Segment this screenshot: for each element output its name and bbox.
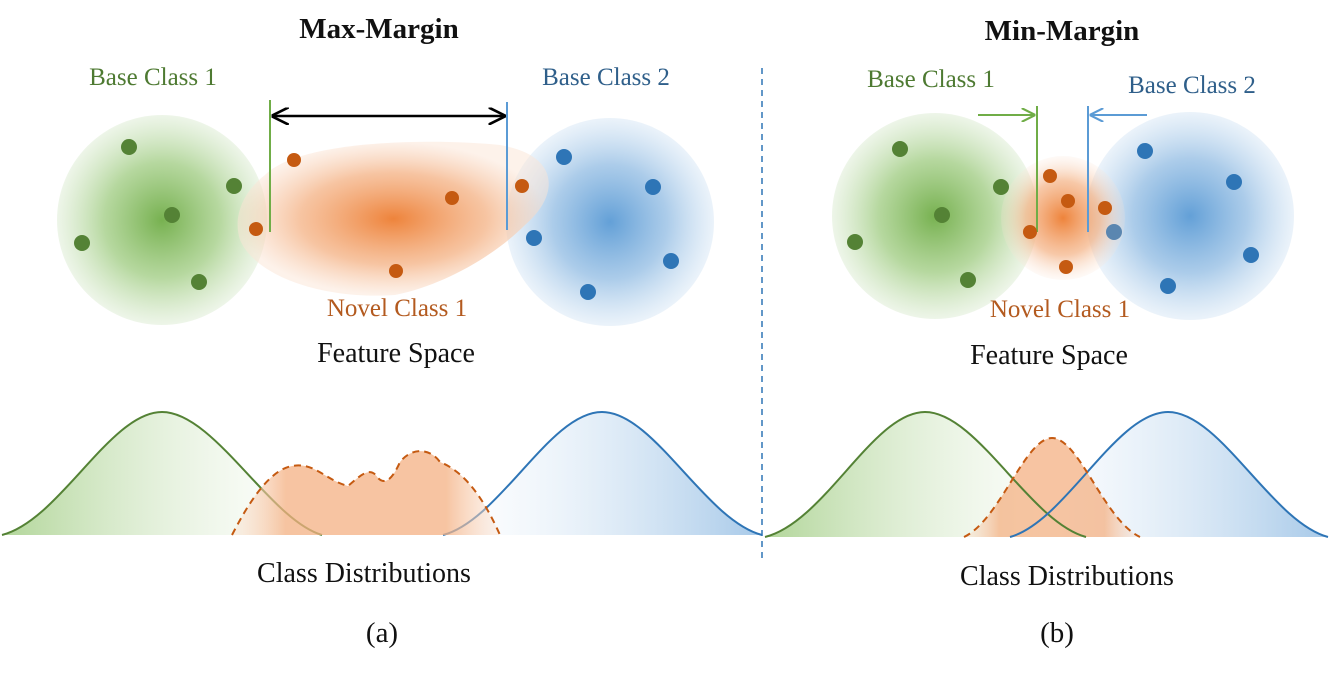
panel-a-base-class-2-label: Base Class 2 xyxy=(542,64,670,91)
base-class-2-cluster-b xyxy=(1086,112,1294,320)
panel-b-caption: (b) xyxy=(1040,617,1074,649)
data-point xyxy=(892,141,908,157)
data-point xyxy=(960,272,976,288)
base-class-2-cluster-a xyxy=(506,118,714,326)
panel-a-caption: (a) xyxy=(365,617,399,649)
panel-a-title: Max-Margin xyxy=(299,13,459,45)
base-class-1-distribution-fill-a xyxy=(2,412,322,535)
novel-class-1-cluster-b xyxy=(1001,156,1125,280)
data-point xyxy=(164,207,180,223)
panel-b-title: Min-Margin xyxy=(984,15,1140,47)
data-point xyxy=(663,253,679,269)
novel-class-1-distribution-fill-a xyxy=(232,451,500,535)
panel-b-feature-space-label: Feature Space xyxy=(970,340,1128,371)
panel-a-feature-space-label: Feature Space xyxy=(317,338,475,369)
base-class-2-distribution-fill-a xyxy=(443,412,762,535)
data-point xyxy=(74,235,90,251)
novel-class-1-points-b xyxy=(1023,169,1112,274)
data-point xyxy=(1160,278,1176,294)
data-point xyxy=(1043,169,1057,183)
data-point xyxy=(1098,201,1112,215)
data-point xyxy=(1023,225,1037,239)
data-point xyxy=(934,207,950,223)
panel-a-base-class-1-label: Base Class 1 xyxy=(89,64,217,91)
data-point xyxy=(993,179,1009,195)
panel-b-novel-class-1-label: Novel Class 1 xyxy=(989,296,1131,323)
base-class-1-points-b xyxy=(847,141,1009,288)
data-point xyxy=(287,153,301,167)
panel-a xyxy=(1,100,763,536)
base-class-2-points-b xyxy=(1106,143,1259,294)
data-point xyxy=(847,234,863,250)
data-point xyxy=(1106,224,1122,240)
panel-b-class-distributions-label: Class Distributions xyxy=(960,561,1174,592)
data-point xyxy=(121,139,137,155)
base-class-2-distribution-curve-b xyxy=(1009,410,1329,538)
data-point xyxy=(1059,260,1073,274)
panel-a-class-distributions-label: Class Distributions xyxy=(257,558,471,589)
novel-class-1-distribution-curve-b xyxy=(963,436,1141,538)
novel-class-1-points-a xyxy=(249,153,529,278)
data-point xyxy=(515,179,529,193)
base-class-1-cluster-a xyxy=(57,115,267,325)
data-point xyxy=(556,149,572,165)
data-point xyxy=(1137,143,1153,159)
base-class-2-distribution-curve-a xyxy=(442,410,763,536)
data-point xyxy=(645,179,661,195)
data-point xyxy=(1226,174,1242,190)
panel-b-base-class-2-label: Base Class 2 xyxy=(1128,72,1256,99)
data-point xyxy=(526,230,542,246)
novel-class-1-cluster-a xyxy=(237,141,549,296)
data-point xyxy=(226,178,242,194)
data-point xyxy=(580,284,596,300)
base-class-1-distribution-curve-b xyxy=(764,410,1087,538)
novel-class-1-distribution-fill-b xyxy=(964,438,1140,537)
panel-b xyxy=(764,106,1329,538)
base-class-1-points-a xyxy=(74,139,242,290)
base-class-2-points-a xyxy=(526,149,679,300)
data-point xyxy=(1061,194,1075,208)
panel-a-novel-class-1-label: Novel Class 1 xyxy=(326,295,468,322)
panel-b-base-class-1-label: Base Class 1 xyxy=(867,66,995,93)
data-point xyxy=(191,274,207,290)
data-point xyxy=(445,191,459,205)
data-point xyxy=(249,222,263,236)
data-point xyxy=(389,264,403,278)
data-point xyxy=(1243,247,1259,263)
